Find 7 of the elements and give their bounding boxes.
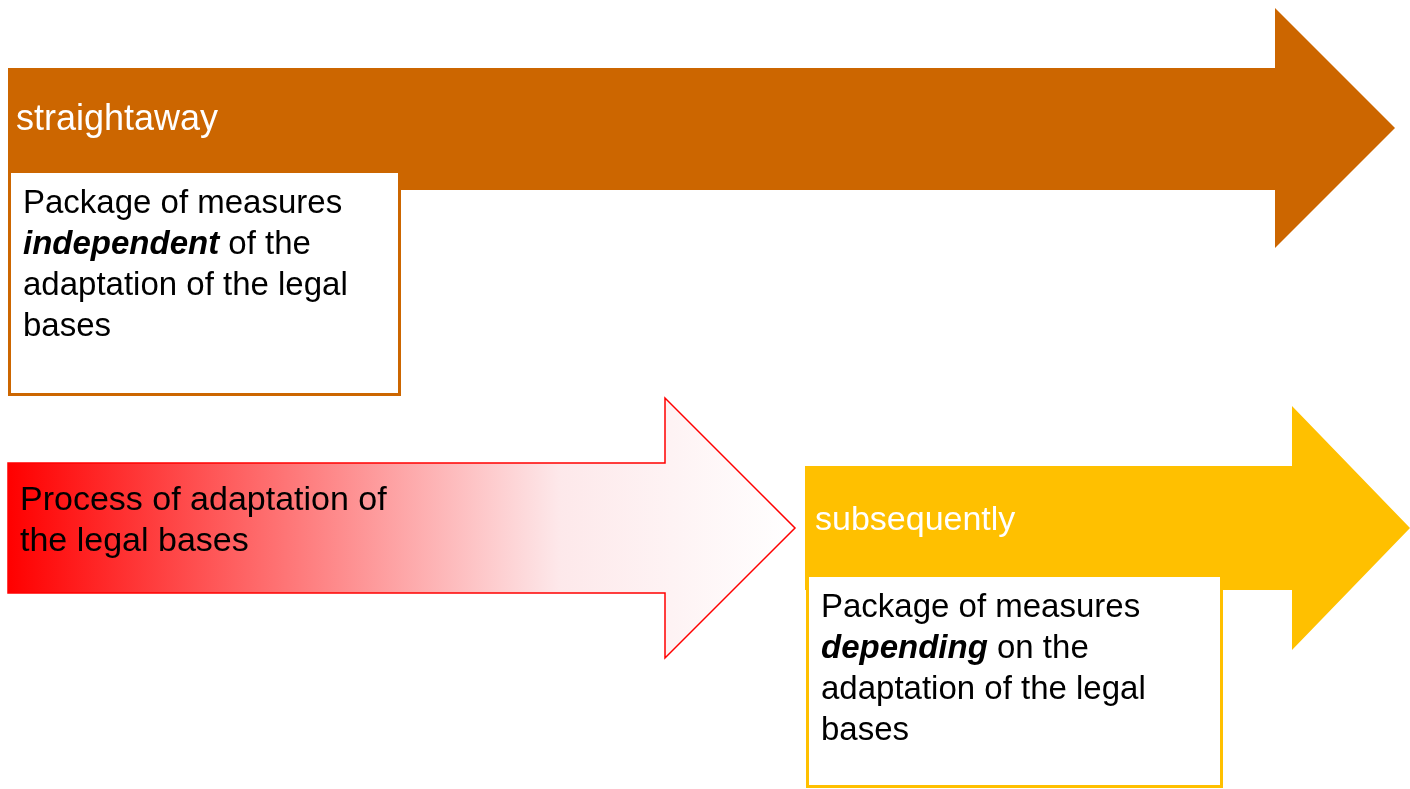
arrow-label: subsequently <box>815 498 1017 539</box>
arrow-label: straightaway <box>16 96 220 140</box>
box-text: Package of measures depending on the adaptation of the legal bases <box>821 586 1147 749</box>
box-text: Package of measures independent of the adaptation of the legal bases <box>23 182 349 345</box>
arrow-label: Process of adaptation of the legal bases <box>20 478 388 560</box>
text-box <box>806 574 1223 788</box>
text-box <box>8 170 401 396</box>
